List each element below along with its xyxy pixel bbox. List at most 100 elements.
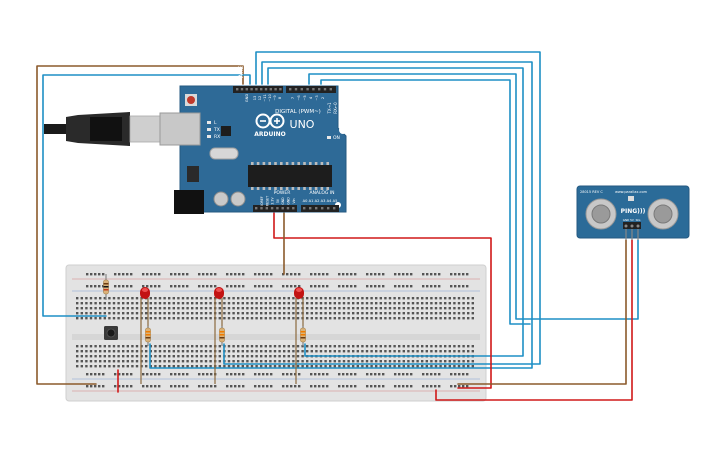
- breadboard-hole[interactable]: [174, 285, 177, 288]
- breadboard-hole[interactable]: [301, 360, 304, 363]
- breadboard-hole[interactable]: [206, 385, 209, 388]
- breadboard-hole[interactable]: [439, 345, 442, 348]
- breadboard-hole[interactable]: [117, 312, 120, 315]
- breadboard-hole[interactable]: [394, 385, 397, 388]
- breadboard-hole[interactable]: [250, 360, 254, 363]
- breadboard-hole[interactable]: [462, 312, 465, 315]
- breadboard-hole[interactable]: [232, 345, 235, 348]
- breadboard-hole[interactable]: [99, 350, 102, 353]
- breadboard-hole[interactable]: [149, 317, 152, 320]
- breadboard-hole[interactable]: [227, 302, 231, 305]
- breadboard-hole[interactable]: [466, 385, 469, 388]
- breadboard-hole[interactable]: [338, 385, 341, 388]
- breadboard-hole[interactable]: [361, 345, 364, 348]
- breadboard-hole[interactable]: [117, 307, 120, 310]
- breadboard-hole[interactable]: [333, 312, 336, 315]
- breadboard-hole[interactable]: [223, 317, 226, 320]
- breadboard-hole[interactable]: [191, 365, 194, 368]
- breadboard-hole[interactable]: [118, 385, 121, 388]
- breadboard-hole[interactable]: [315, 360, 318, 363]
- breadboard-hole[interactable]: [94, 345, 97, 348]
- breadboard-hole[interactable]: [375, 360, 378, 363]
- breadboard-hole[interactable]: [292, 317, 295, 320]
- breadboard-hole[interactable]: [310, 297, 313, 300]
- breadboard-hole[interactable]: [200, 360, 203, 363]
- breadboard-hole[interactable]: [103, 307, 106, 310]
- breadboard-hole[interactable]: [135, 365, 139, 368]
- breadboard-hole[interactable]: [290, 373, 293, 376]
- breadboard-hole[interactable]: [278, 350, 281, 353]
- breadboard-hole[interactable]: [430, 365, 433, 368]
- breadboard-hole[interactable]: [210, 285, 213, 288]
- breadboard-hole[interactable]: [76, 302, 79, 305]
- breadboard-hole[interactable]: [242, 273, 245, 276]
- breadboard-hole[interactable]: [186, 385, 189, 388]
- breadboard-hole[interactable]: [379, 350, 382, 353]
- header-pin-hole[interactable]: [281, 207, 284, 210]
- breadboard-hole[interactable]: [269, 355, 272, 358]
- breadboard-hole[interactable]: [154, 285, 157, 288]
- breadboard-hole[interactable]: [117, 302, 120, 305]
- breadboard-hole[interactable]: [454, 273, 457, 276]
- breadboard-hole[interactable]: [150, 273, 153, 276]
- breadboard-hole[interactable]: [172, 297, 175, 300]
- breadboard-hole[interactable]: [370, 312, 373, 315]
- breadboard-hole[interactable]: [177, 355, 180, 358]
- breadboard-hole[interactable]: [287, 297, 290, 300]
- breadboard-hole[interactable]: [178, 273, 181, 276]
- breadboard-hole[interactable]: [177, 297, 180, 300]
- breadboard-hole[interactable]: [114, 373, 117, 376]
- breadboard-hole[interactable]: [227, 345, 231, 348]
- breadboard-hole[interactable]: [296, 365, 300, 368]
- breadboard-hole[interactable]: [346, 273, 349, 276]
- breadboard-hole[interactable]: [398, 385, 401, 388]
- breadboard-hole[interactable]: [471, 297, 474, 300]
- breadboard-hole[interactable]: [310, 317, 313, 320]
- breadboard-hole[interactable]: [324, 302, 327, 305]
- breadboard-hole[interactable]: [471, 345, 474, 348]
- breadboard-hole[interactable]: [273, 345, 277, 348]
- breadboard-hole[interactable]: [379, 360, 382, 363]
- breadboard-hole[interactable]: [421, 307, 424, 310]
- breadboard-hole[interactable]: [232, 365, 235, 368]
- breadboard-hole[interactable]: [85, 345, 88, 348]
- usb-cable[interactable]: [44, 112, 161, 146]
- breadboard-hole[interactable]: [122, 285, 125, 288]
- breadboard-hole[interactable]: [94, 273, 97, 276]
- breadboard-hole[interactable]: [200, 355, 203, 358]
- breadboard-hole[interactable]: [462, 365, 465, 368]
- breadboard-hole[interactable]: [296, 360, 300, 363]
- breadboard-hole[interactable]: [158, 317, 162, 320]
- breadboard-hole[interactable]: [237, 307, 240, 310]
- header-pin-hole[interactable]: [329, 88, 332, 91]
- breadboard-hole[interactable]: [342, 312, 346, 315]
- breadboard-hole[interactable]: [198, 273, 201, 276]
- resistor-3[interactable]: [300, 326, 306, 346]
- breadboard-hole[interactable]: [255, 317, 258, 320]
- breadboard-hole[interactable]: [226, 285, 229, 288]
- breadboard-hole[interactable]: [375, 365, 378, 368]
- breadboard-hole[interactable]: [130, 373, 133, 376]
- breadboard-hole[interactable]: [209, 312, 212, 315]
- breadboard-hole[interactable]: [382, 285, 385, 288]
- breadboard-hole[interactable]: [294, 373, 297, 376]
- breadboard-hole[interactable]: [407, 350, 410, 353]
- breadboard-hole[interactable]: [438, 385, 441, 388]
- breadboard-hole[interactable]: [444, 317, 447, 320]
- breadboard-hole[interactable]: [269, 350, 272, 353]
- breadboard-hole[interactable]: [407, 365, 410, 368]
- breadboard-hole[interactable]: [227, 297, 231, 300]
- breadboard-hole[interactable]: [324, 360, 327, 363]
- breadboard-hole[interactable]: [379, 365, 382, 368]
- breadboard-hole[interactable]: [103, 360, 106, 363]
- breadboard-hole[interactable]: [393, 317, 396, 320]
- breadboard-hole[interactable]: [131, 312, 134, 315]
- breadboard-hole[interactable]: [230, 273, 233, 276]
- breadboard-hole[interactable]: [204, 355, 208, 358]
- breadboard-hole[interactable]: [204, 365, 208, 368]
- breadboard-hole[interactable]: [374, 373, 377, 376]
- breadboard-hole[interactable]: [118, 273, 121, 276]
- breadboard-hole[interactable]: [135, 317, 139, 320]
- breadboard-hole[interactable]: [264, 345, 267, 348]
- breadboard-hole[interactable]: [163, 302, 166, 305]
